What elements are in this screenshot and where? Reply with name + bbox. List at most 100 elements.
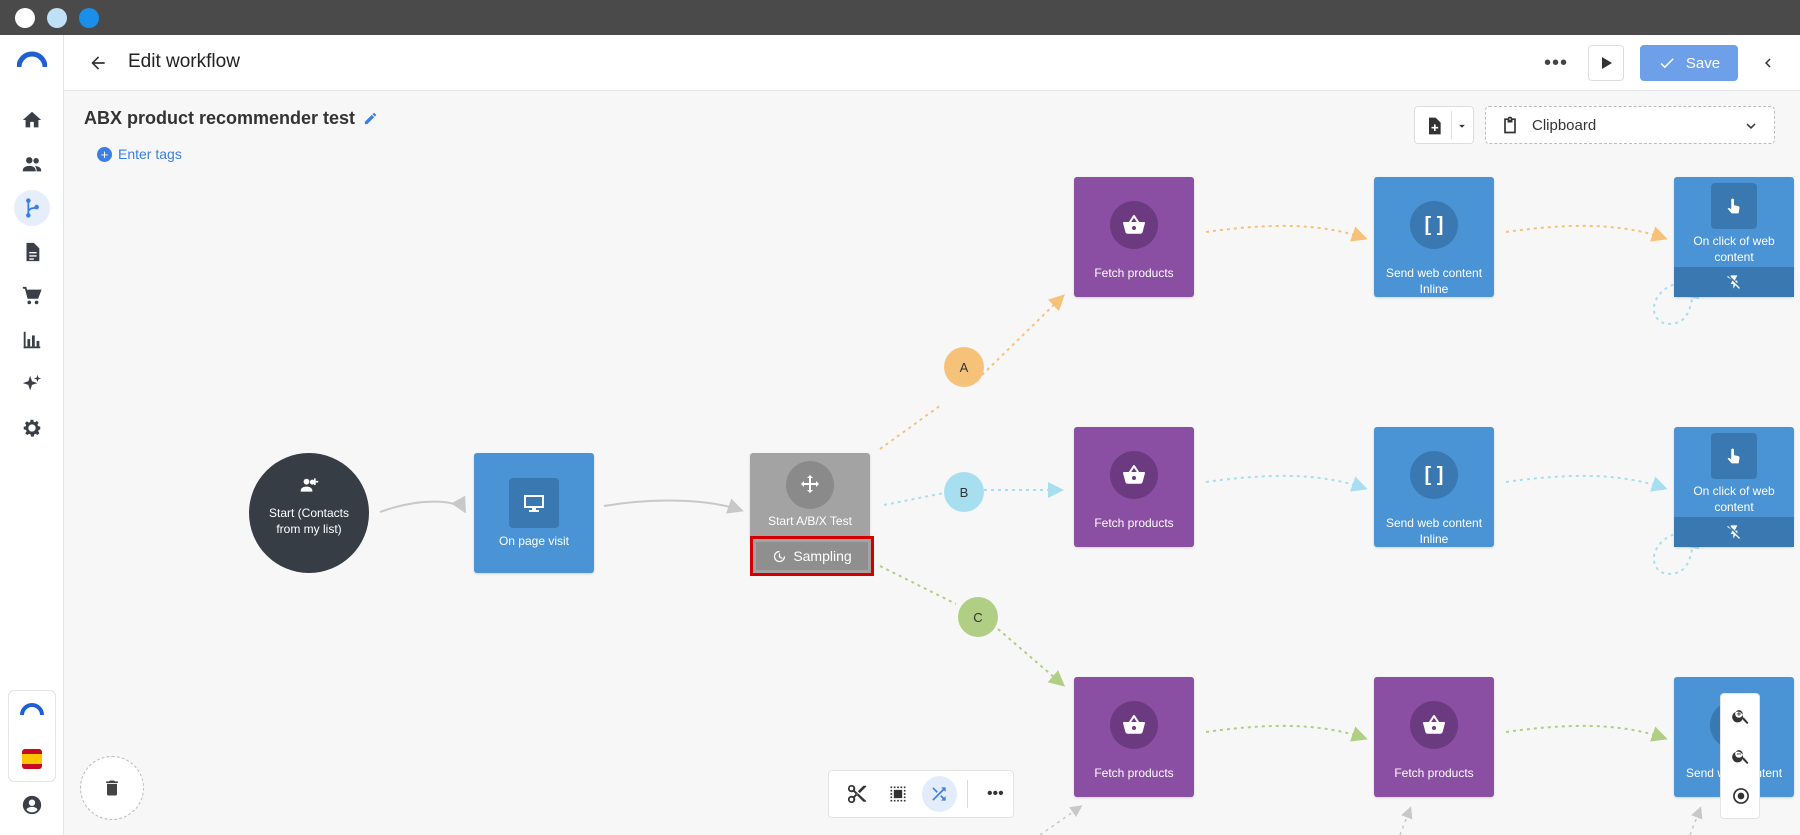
canvas-toolbar: ••• (828, 770, 1014, 818)
spain-flag-icon[interactable] (22, 749, 42, 769)
enter-tags-link[interactable]: + Enter tags (97, 146, 182, 162)
node-fetch-products-c[interactable]: Fetch products (1074, 677, 1194, 797)
people-icon (22, 157, 42, 172)
enter-tags-label: Enter tags (118, 146, 182, 162)
branch-c[interactable]: C (958, 597, 998, 637)
flash-off-icon (1727, 525, 1740, 539)
node-send-web-content-a[interactable]: [ ] Send web content Inline (1374, 177, 1494, 297)
toolbar-more-button[interactable]: ••• (986, 785, 1004, 802)
node-label: On click of web content (1693, 484, 1775, 514)
more-options-button[interactable]: ••• (1543, 51, 1568, 74)
sidebar-item-workflows[interactable] (14, 190, 50, 226)
run-button[interactable] (1588, 45, 1624, 81)
sidebar-item-settings[interactable] (14, 410, 50, 446)
branch-a[interactable]: A (944, 347, 984, 387)
trigger-strip[interactable] (1674, 267, 1794, 297)
auto-arrange-button[interactable] (921, 776, 957, 812)
start-node[interactable]: Start (Contacts from my list) (249, 453, 369, 573)
os-title-bar (0, 0, 1800, 35)
sidebar-item-profile[interactable] (14, 787, 50, 823)
collapse-panel-button[interactable] (1754, 49, 1782, 77)
node-label: Fetch products (1094, 516, 1174, 530)
node-on-page-visit[interactable]: On page visit (474, 453, 594, 573)
window-maximize-dot[interactable] (79, 8, 99, 28)
window-minimize-dot[interactable] (47, 8, 67, 28)
timer-icon (774, 550, 786, 562)
brand-mini-icon[interactable] (20, 703, 44, 717)
zoom-in-icon (1732, 710, 1749, 724)
document-icon (26, 242, 40, 262)
basket-icon (1110, 701, 1158, 749)
sidebar-item-home[interactable] (14, 102, 50, 138)
monitor-icon (509, 478, 559, 528)
scissors-icon (847, 784, 866, 804)
node-label: On click of web content (1693, 234, 1775, 264)
sampling-button[interactable]: Sampling (750, 536, 874, 576)
node-label: Fetch products (1394, 766, 1474, 780)
clipboard-label: Clipboard (1532, 116, 1597, 134)
select-all-icon (890, 786, 906, 802)
sampling-label: Sampling (793, 548, 852, 564)
chevron-left-icon (1765, 58, 1771, 68)
zoom-in-button[interactable] (1725, 700, 1757, 732)
delete-drop-zone[interactable] (80, 756, 144, 820)
check-icon (1660, 58, 1674, 69)
add-node-dropdown[interactable] (1414, 106, 1474, 144)
save-button[interactable]: Save (1640, 45, 1738, 81)
shuffle-icon (932, 787, 946, 801)
node-label: On page visit (498, 534, 570, 548)
workflow-canvas[interactable]: ABX product recommender test + Enter tag… (64, 91, 1800, 835)
touch-icon (1711, 433, 1757, 479)
sparkle-icon (22, 374, 42, 391)
page-header: Edit workflow ••• Save (64, 35, 1800, 91)
workflow-name: ABX product recommender test (84, 108, 378, 129)
sampling-inner: Sampling (756, 542, 868, 570)
add-users-icon (300, 478, 319, 492)
node-start-abx-test[interactable]: Start A/B/X Test (750, 453, 870, 536)
connection-lines (379, 224, 1703, 835)
sidebar-item-contacts[interactable] (14, 146, 50, 182)
node-label: Send web content Inline (1385, 516, 1483, 546)
recenter-button[interactable] (1725, 780, 1757, 812)
zoom-out-button[interactable] (1725, 740, 1757, 772)
split-arrows-icon (786, 461, 834, 509)
node-fetch-products-c2[interactable]: Fetch products (1374, 677, 1494, 797)
arrow-left-icon (91, 56, 105, 70)
cut-button[interactable] (839, 776, 874, 812)
node-send-web-content-b[interactable]: [ ] Send web content Inline (1374, 427, 1494, 547)
node-label: Fetch products (1094, 766, 1174, 780)
trash-icon (106, 780, 118, 796)
user-circle-icon (22, 795, 42, 815)
sidebar-item-analytics[interactable] (14, 322, 50, 358)
account-card (8, 690, 56, 782)
sidebar-item-ai[interactable] (14, 366, 50, 402)
select-area-button[interactable] (880, 776, 915, 812)
target-icon (1733, 788, 1749, 804)
clipboard-select[interactable]: Clipboard (1485, 106, 1775, 144)
workflow-name-text: ABX product recommender test (84, 108, 356, 128)
node-on-click-b[interactable]: On click of web content (1674, 427, 1794, 547)
toolbar-divider (966, 780, 968, 808)
divider (1451, 111, 1452, 139)
trigger-strip[interactable] (1674, 517, 1794, 547)
pencil-icon[interactable] (363, 111, 378, 126)
logo-icon[interactable] (16, 47, 48, 69)
sidebar-item-content[interactable] (14, 234, 50, 270)
workflow-icon (26, 198, 39, 218)
node-label: Fetch products (1094, 266, 1174, 280)
cart-icon (22, 286, 42, 305)
node-fetch-products-b[interactable]: Fetch products (1074, 427, 1194, 547)
chevron-down-icon (1746, 123, 1756, 129)
bar-chart-icon (23, 331, 41, 349)
node-fetch-products-a[interactable]: Fetch products (1074, 177, 1194, 297)
node-label: Send web content Inline (1385, 266, 1483, 296)
plus-circle-icon: + (97, 146, 112, 162)
zoom-out-icon (1732, 750, 1749, 764)
node-on-click-a[interactable]: On click of web content (1674, 177, 1794, 297)
window-close-dot[interactable] (15, 8, 35, 28)
sidebar-item-commerce[interactable] (14, 278, 50, 314)
basket-icon (1110, 201, 1158, 249)
basket-icon (1110, 451, 1158, 499)
branch-b[interactable]: B (944, 472, 984, 512)
back-button[interactable] (84, 49, 112, 77)
